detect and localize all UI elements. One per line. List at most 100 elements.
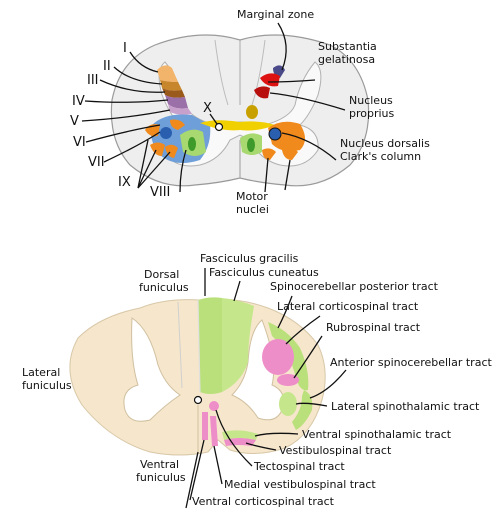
label-fasciculus-cuneatus: Fasciculus cuneatus [209,266,319,279]
leader-ventral-spinothalamic [254,432,299,437]
leader-ventral-corticospinal-2 [185,451,199,509]
lamina-v-left [168,104,192,115]
leader-substantia [267,79,316,83]
bottom-grey-right [231,319,285,421]
leader-viii [179,149,187,193]
top-section: I II III IV V VI VII VIII IX X Marginal … [70,8,430,216]
label-clarke-2: Clark's column [340,150,421,163]
lamina-label-v: V [70,114,79,129]
leader-ix-2 [137,149,157,189]
lamina-label-iii: III [87,73,99,88]
lamina-ix-left-orange-4 [170,119,185,130]
lateral-corticospinal-tract [262,339,294,375]
leader-lateral-corticospinal [285,315,321,345]
leader-ix-3 [137,151,171,189]
label-motor-1: Motor [236,190,268,203]
lamina-label-i: I [123,41,127,56]
leader-anterior-spinocerebellar [309,369,347,399]
label-substantia-2: gelatinosa [318,53,375,66]
lamina-label-vi: VI [73,135,86,150]
lamina-ii-left [160,80,182,91]
leader-rubrospinal [293,335,323,379]
lamina-label-vii: VII [88,155,105,170]
leader-ix-1 [137,139,149,189]
label-marginal-zone: Marginal zone [237,8,314,21]
motor-orange-right-2 [262,148,276,160]
label-vestibulospinal: Vestibulospinal tract [279,444,392,457]
nucleus-dorsalis-right [268,127,282,141]
leader-motor-2 [284,159,291,191]
leader-iv [84,99,169,103]
lamina-viii-left-inner [188,137,196,151]
bottom-grey-left [123,317,181,422]
leader-vi [85,124,161,143]
fasciculus-gracilis [198,297,222,394]
leader-lateral-spinothalamic [295,402,328,407]
substantia-gelatinosa-right-2 [254,86,270,99]
leader-motor-1 [264,157,269,193]
label-nucleus-proprius-2: proprius [349,107,395,120]
label-dorsal-funiculus-2: funiculus [139,281,189,294]
lamina-iii-left [162,88,185,98]
anterior-spinocerebellar-tract [292,390,313,430]
label-lateral-funiculus-1: Lateral [22,366,60,379]
label-lateral-funiculus-2: funiculus [22,379,72,392]
label-motor-2: nuclei [236,203,269,216]
lamina-ix-left-orange-2 [150,142,165,156]
leader-fasciculus-cuneatus [233,280,241,302]
label-lateral-spinothalamic: Lateral spinothalamic tract [331,400,480,413]
left-dorsal-divider [177,301,183,389]
leader-nucleus-proprius [269,92,346,111]
substantia-gelatinosa-right [260,73,280,87]
motor-orange-right-1 [282,147,298,160]
nucleus-proprius-right [246,105,258,119]
label-ventral-corticospinal: Ventral corticospinal tract [192,495,335,508]
label-substantia-1: Substantia [318,40,377,53]
lamina-i-left [157,65,178,82]
label-lateral-corticospinal: Lateral corticospinal tract [277,300,419,313]
lamina-label-iv: IV [72,94,85,109]
bottom-central-canal [193,395,203,405]
leader-vestibulospinal [245,442,277,451]
ventral-corticospinal-tract [202,412,208,440]
dorsal-septum-line [197,299,201,393]
motor-green-right-inner [247,138,255,152]
leader-clarke [281,132,337,161]
leader-medial-vestibulospinal [213,445,223,485]
label-medial-vestibulospinal: Medial vestibulospinal tract [224,478,376,491]
label-clarke-1: Nucleus dorsalis [340,137,430,150]
label-anterior-spinocerebellar: Anterior spinocerebellar tract [330,356,492,369]
label-ventral-spinothalamic: Ventral spinothalamic tract [302,428,452,441]
label-dorsal-funiculus-1: Dorsal [144,268,179,281]
fasciculus-cuneatus [222,298,254,392]
label-spinocerebellar-posterior: Spinocerebellar posterior tract [270,280,439,293]
leader-x [209,113,218,125]
leader-ii [113,66,163,85]
leader-spinocerebellar-posterior [277,295,293,329]
label-ventral-funiculus-1: Ventral [140,458,179,471]
label-nucleus-proprius-1: Nucleus [349,94,393,107]
lamina-label-ix: IX [118,175,131,190]
lamina-label-viii: VIII [150,185,170,200]
rubrospinal-tract [277,374,299,386]
leader-v [81,109,171,122]
bottom-section: Dorsal funiculus Fasciculus gracilis Fas… [22,252,492,509]
tectospinal-tract [209,401,219,411]
lamina-iv-left [165,95,188,109]
label-rubrospinal: Rubrospinal tract [326,321,421,334]
leader-vii [103,131,161,163]
central-canal [214,122,224,132]
label-fasciculus-gracilis: Fasciculus gracilis [200,252,299,265]
lamina-label-ii: II [103,59,111,74]
lateral-spinothalamic-tract [279,392,297,416]
top-dorsal-divider-right [251,39,266,106]
leader-ventral-corticospinal [189,439,205,501]
label-tectospinal: Tectospinal tract [253,460,345,473]
leader-i [129,51,159,73]
medial-vestibulospinal-tract [210,416,218,446]
leader-iii [99,79,166,93]
leader-tectospinal [215,409,253,467]
lamina-ix-left-blue [160,127,172,139]
ventral-spinothalamic-tract [222,430,258,440]
lamina-label-x: X [203,101,212,116]
